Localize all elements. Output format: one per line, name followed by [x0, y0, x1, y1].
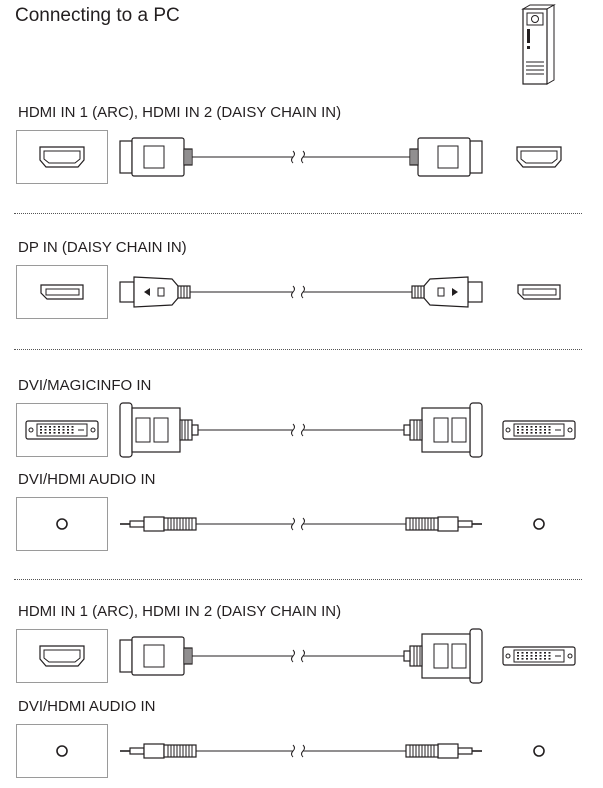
left-audio-plug-icon [120, 516, 197, 532]
right-dp-plug-icon [411, 276, 483, 308]
pc-audio-port-icon [533, 745, 545, 757]
connection-label: DP IN (DAISY CHAIN IN) [18, 239, 187, 256]
left-dvi-plug-icon [119, 402, 199, 458]
connection-label: DVI/HDMI AUDIO IN [18, 471, 156, 488]
cable-line [198, 423, 404, 437]
product-port-panel [16, 724, 108, 778]
pc-hdmi-port-icon [516, 146, 562, 168]
pc-dp-port-icon [517, 284, 561, 300]
connection-label: DVI/MAGICINFO IN [18, 377, 152, 394]
left-audio-plug-icon [120, 743, 197, 759]
product-port-panel [16, 265, 108, 319]
connection-label: HDMI IN 1 (ARC), HDMI IN 2 (DAISY CHAIN … [18, 603, 342, 620]
page-title: Connecting to a PC [15, 5, 180, 26]
left-hdmi-plug-icon [119, 137, 193, 177]
right-audio-plug-icon [405, 516, 482, 532]
section-divider [14, 349, 582, 350]
right-audio-plug-icon [405, 743, 482, 759]
right-hdmi-plug-icon [409, 137, 483, 177]
cable-line [190, 285, 412, 299]
pc-dvi-port-icon [502, 646, 576, 666]
section-divider [14, 213, 582, 214]
product-port-panel [16, 629, 108, 683]
left-dp-plug-icon [119, 276, 191, 308]
section-divider [14, 579, 582, 580]
product-port-panel [16, 497, 108, 551]
pc-dvi-port-icon [502, 420, 576, 440]
cable-line [196, 744, 406, 758]
connection-label: HDMI IN 1 (ARC), HDMI IN 2 (DAISY CHAIN … [18, 104, 342, 121]
product-port-panel [16, 130, 108, 184]
left-hdmi-plug-icon [119, 636, 193, 676]
cable-line [192, 150, 410, 164]
product-port-panel [16, 403, 108, 457]
cable-line [196, 517, 406, 531]
pc-tower-icon [521, 4, 556, 85]
right-dvi-plug-icon [403, 628, 483, 684]
cable-line [192, 649, 404, 663]
right-dvi-plug-icon [403, 402, 483, 458]
connection-label: DVI/HDMI AUDIO IN [18, 698, 156, 715]
pc-audio-port-icon [533, 518, 545, 530]
